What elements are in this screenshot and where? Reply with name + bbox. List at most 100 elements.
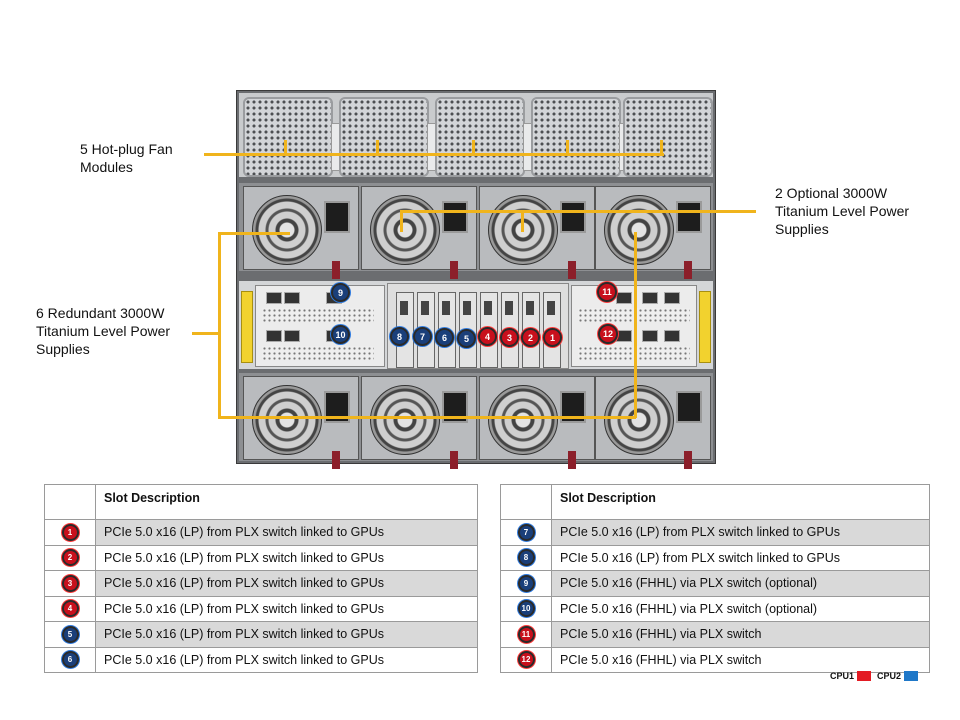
slot-number-badge: 11 <box>517 625 535 643</box>
release-tab <box>699 291 711 363</box>
slot-num-cell: 9 <box>500 570 552 597</box>
slot-badge-12: 12 <box>598 324 618 344</box>
legend-cpu2-label: CPU2 <box>877 671 902 681</box>
slot-badge-11: 11 <box>597 282 617 302</box>
release-tab <box>241 291 253 363</box>
slot-number-badge: 1 <box>61 523 79 541</box>
slot-description: PCIe 5.0 x16 (LP) from PLX switch linked… <box>95 621 478 648</box>
slot-badge-10: 10 <box>331 325 350 344</box>
slot-description: PCIe 5.0 x16 (FHHL) via PLX switch <box>551 621 930 648</box>
slot-num-cell: 7 <box>500 519 552 546</box>
slot-num-cell: 12 <box>500 646 552 673</box>
power-supply <box>595 186 711 279</box>
slot-number-badge: 7 <box>517 523 535 541</box>
callout-line-3: Supplies <box>36 341 90 357</box>
table-header-row: Slot Description <box>44 484 478 520</box>
callout-line-2: Titanium Level Power <box>775 203 910 219</box>
fan-module <box>243 97 333 177</box>
cpu-legend: CPU1 CPU2 <box>830 671 919 681</box>
slot-badge-9: 9 <box>331 283 350 302</box>
table-row: 8 PCIe 5.0 x16 (LP) from PLX switch link… <box>500 544 930 571</box>
slot-badge-7: 7 <box>413 327 432 346</box>
slot-num-cell: 1 <box>44 519 96 546</box>
callout-line-3: Supplies <box>775 221 829 237</box>
power-supply <box>243 186 359 279</box>
slot-number-badge: 5 <box>61 625 79 643</box>
callout-tick <box>192 332 220 335</box>
table-row: 7 PCIe 5.0 x16 (LP) from PLX switch link… <box>500 519 930 546</box>
fan-module <box>339 97 429 177</box>
power-supply <box>479 186 595 279</box>
callout-optional-psu: 2 Optional 3000W Titanium Level Power Su… <box>775 184 909 238</box>
lp-slot-bay <box>387 283 569 369</box>
server-rear-view <box>236 90 716 469</box>
table-row: 11 PCIe 5.0 x16 (FHHL) via PLX switch <box>500 621 930 648</box>
callout-tick <box>472 140 475 155</box>
legend-cpu2-swatch <box>904 671 919 681</box>
psu-row-top <box>239 183 713 279</box>
slot-number-badge: 2 <box>61 549 79 567</box>
slot-num-cell: 5 <box>44 621 96 648</box>
slot-description: PCIe 5.0 x16 (LP) from PLX switch linked… <box>95 570 478 597</box>
fan-module <box>531 97 621 177</box>
table-row: 10 PCIe 5.0 x16 (FHHL) via PLX switch (o… <box>500 595 930 622</box>
legend-cpu1-swatch <box>857 671 872 681</box>
table-row: 2 PCIe 5.0 x16 (LP) from PLX switch link… <box>44 544 478 571</box>
slot-num-cell: 10 <box>500 595 552 622</box>
slot-description: PCIe 5.0 x16 (FHHL) via PLX switch <box>551 646 930 673</box>
power-supply <box>595 376 711 469</box>
slot-badge-3: 3 <box>500 328 519 347</box>
callout-line-redundant-psu <box>218 232 221 418</box>
slot-number-badge: 6 <box>61 651 79 669</box>
slot-description: PCIe 5.0 x16 (FHHL) via PLX switch (opti… <box>551 595 930 622</box>
callout-tick <box>218 232 290 235</box>
callout-tick <box>400 210 403 232</box>
table-row: 12 PCIe 5.0 x16 (FHHL) via PLX switch <box>500 646 930 673</box>
slot-num-cell: 11 <box>500 621 552 648</box>
callout-line-1: 5 Hot-plug Fan <box>80 141 173 157</box>
table-header-row: Slot Description <box>500 484 930 520</box>
fan-module <box>623 97 713 177</box>
table-row: 3 PCIe 5.0 x16 (LP) from PLX switch link… <box>44 570 478 597</box>
callout-redundant-psu: 6 Redundant 3000W Titanium Level Power S… <box>36 304 170 358</box>
slot-num-cell: 4 <box>44 595 96 622</box>
callout-line-optional-psu <box>400 210 756 213</box>
table-row: 9 PCIe 5.0 x16 (FHHL) via PLX switch (op… <box>500 570 930 597</box>
slot-num-cell: 2 <box>44 544 96 571</box>
pcie-io-area <box>239 281 713 369</box>
slot-description: PCIe 5.0 x16 (LP) from PLX switch linked… <box>95 595 478 622</box>
callout-tick <box>634 232 637 418</box>
slot-badge-6: 6 <box>435 328 454 347</box>
slot-number-badge: 9 <box>517 574 535 592</box>
callout-tick <box>284 140 287 155</box>
header-num-cell <box>500 484 552 520</box>
table-row: 6 PCIe 5.0 x16 (LP) from PLX switch link… <box>44 646 478 673</box>
slot-badge-5: 5 <box>457 329 476 348</box>
slot-number-badge: 12 <box>517 651 535 669</box>
callout-tick <box>218 416 636 419</box>
slot-table-left: Slot Description 1 PCIe 5.0 x16 (LP) fro… <box>44 484 478 673</box>
fan-module <box>435 97 525 177</box>
callout-line-2: Modules <box>80 159 133 175</box>
callout-line-1: 2 Optional 3000W <box>775 185 888 201</box>
slot-number-badge: 8 <box>517 549 535 567</box>
slot-badge-8: 8 <box>390 327 409 346</box>
power-supply <box>361 186 477 279</box>
header-description: Slot Description <box>95 484 478 520</box>
slot-description: PCIe 5.0 x16 (LP) from PLX switch linked… <box>551 544 930 571</box>
slot-description: PCIe 5.0 x16 (LP) from PLX switch linked… <box>95 646 478 673</box>
callout-tick <box>376 140 379 155</box>
callout-line-2: Titanium Level Power <box>36 323 171 339</box>
slot-number-badge: 3 <box>61 574 79 592</box>
callout-line-fans <box>204 153 664 156</box>
callout-tick <box>521 210 524 232</box>
slot-number-badge: 4 <box>61 600 79 618</box>
fhhl-bay-left <box>255 285 385 367</box>
slot-description: PCIe 5.0 x16 (LP) from PLX switch linked… <box>551 519 930 546</box>
header-num-cell <box>44 484 96 520</box>
table-row: 5 PCIe 5.0 x16 (LP) from PLX switch link… <box>44 621 478 648</box>
slot-table-right: Slot Description 7 PCIe 5.0 x16 (LP) fro… <box>500 484 930 673</box>
slot-description: PCIe 5.0 x16 (LP) from PLX switch linked… <box>95 519 478 546</box>
slot-description: PCIe 5.0 x16 (LP) from PLX switch linked… <box>95 544 478 571</box>
slot-num-cell: 6 <box>44 646 96 673</box>
